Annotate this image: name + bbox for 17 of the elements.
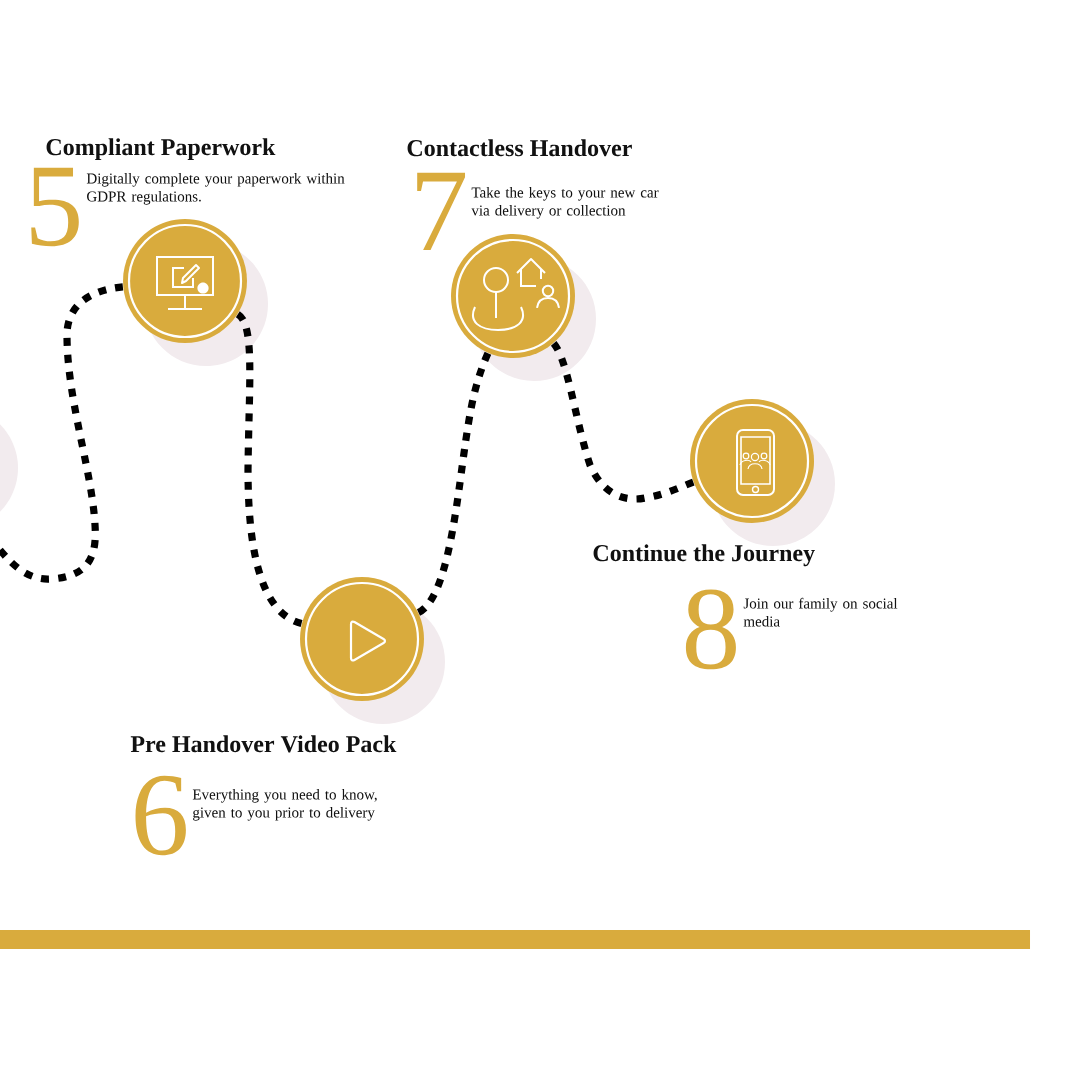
step-heading: Compliant Paperwork	[46, 138, 276, 161]
step-heading: Pre Handover Video Pack	[130, 735, 397, 753]
dotted-path	[550, 341, 695, 503]
step-description: Join our family on social media	[743, 597, 898, 627]
step-number: 5	[31, 167, 79, 247]
step-heading: Continue the Journey	[593, 544, 815, 567]
step-heading: Contactless Handover	[407, 139, 632, 157]
dotted-path	[235, 311, 303, 627]
divider-bar	[0, 930, 1030, 949]
step-number: 7	[417, 172, 465, 250]
step-number: 6	[135, 775, 186, 856]
step-description: Everything you need to know, given to you prior to delivery	[192, 789, 377, 821]
step-number: 8	[685, 589, 736, 670]
step-description: Take the keys to your new car via delivery or collection	[471, 187, 659, 219]
dotted-path	[0, 283, 124, 583]
dotted-path	[416, 351, 492, 616]
step-description: Digitally complete your paperwork within GDPR regulations.	[86, 173, 345, 205]
